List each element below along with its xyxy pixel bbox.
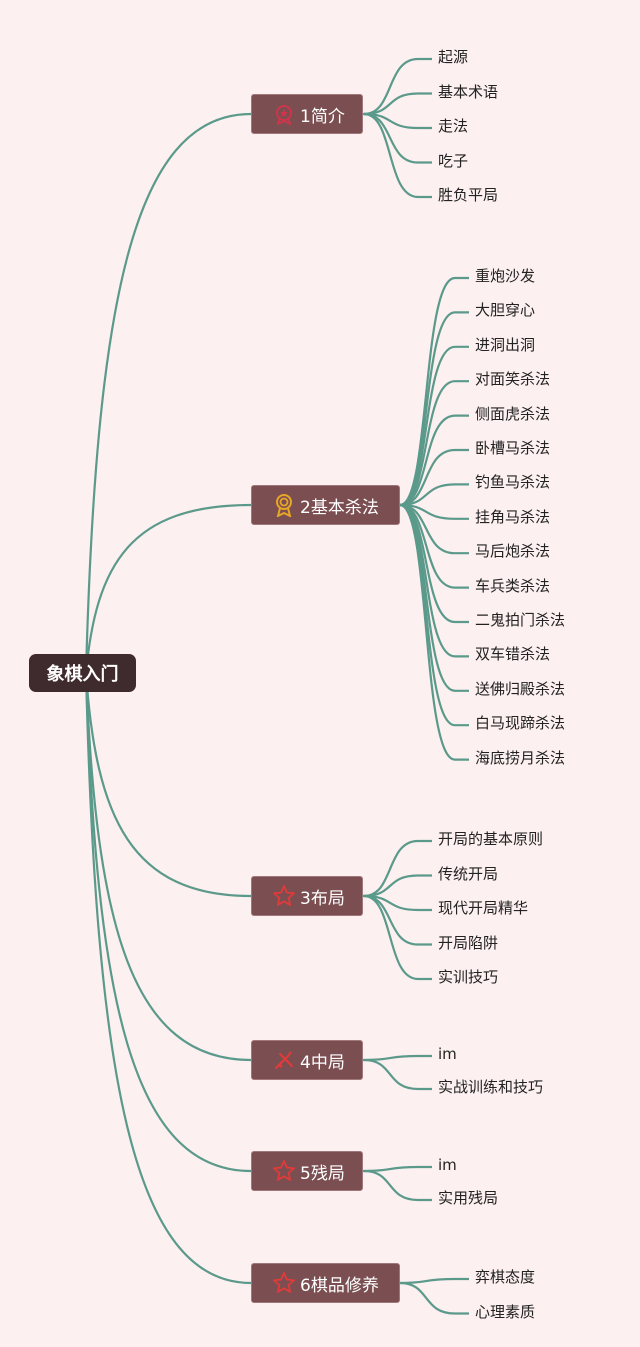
leaf-node[interactable]: 双车错杀法 [475,645,551,664]
leaf-edge-6-1 [399,1277,469,1285]
branch-node-6[interactable]: 6棋品修养 [251,1263,400,1303]
leaf-node[interactable]: 海底捞月杀法 [475,748,566,767]
root-to-branch-5-edge [84,672,252,1173]
leaf-node[interactable]: 进洞出洞 [475,335,536,354]
star-outline-icon [272,884,296,908]
leaf-node[interactable]: 车兵类杀法 [475,576,551,595]
leaf-edge-1-3 [363,112,432,130]
leaf-node[interactable]: 挂角马杀法 [475,507,551,526]
leaf-edge-2-12 [399,503,469,658]
leaf-edge-1-1 [363,57,432,116]
leaf-node[interactable]: 开局陷阱 [438,933,499,952]
branch-node-1[interactable]: 1简介 [251,94,363,134]
root-to-branch-4-edge [84,672,252,1062]
leaf-edge-6-2 [399,1281,469,1315]
leaf-node[interactable]: 弈棋态度 [475,1268,536,1286]
leaf-node[interactable]: 马后炮杀法 [475,542,551,561]
leaf-node[interactable]: im [438,1045,457,1063]
leaf-node[interactable]: 钓鱼马杀法 [475,473,551,492]
branch-label: 5残局 [300,1163,345,1184]
leaf-node[interactable]: 心理素质 [475,1302,536,1321]
leaf-edge-1-5 [363,112,432,199]
leaf-node[interactable]: 对面笑杀法 [475,370,551,389]
branch-label: 6棋品修养 [300,1275,379,1296]
star-outline-icon [272,1159,296,1183]
leaf-node[interactable]: 侧面虎杀法 [475,404,551,423]
award-ribbon-icon [272,493,296,517]
leaf-node[interactable]: im [438,1156,457,1174]
leaf-edge-2-4 [399,380,469,507]
leaf-edge-2-8 [399,503,469,520]
leaf-node[interactable]: 走法 [438,117,469,135]
leaf-edge-4-1 [363,1054,432,1062]
leaf-node[interactable]: 卧槽马杀法 [475,439,551,457]
branch-node-5[interactable]: 5残局 [251,1151,363,1191]
leaf-edge-1-4 [363,112,432,164]
leaf-edge-2-11 [399,503,469,624]
branch-label: 3布局 [300,888,345,909]
leaf-edge-3-3 [363,894,432,912]
leaf-node[interactable]: 现代开局精华 [438,899,529,917]
leaf-node[interactable]: 吃子 [438,151,469,170]
leaf-edge-3-1 [363,839,432,898]
branch-node-4[interactable]: 4中局 [251,1040,363,1080]
leaf-node[interactable]: 实战训练和技巧 [438,1078,544,1096]
leaf-node[interactable]: 大胆穿心 [475,301,536,320]
branch-node-3[interactable]: 3布局 [251,876,363,916]
leaf-node[interactable]: 起源 [438,48,469,66]
leaf-edge-3-2 [363,874,432,898]
leaf-node[interactable]: 开局的基本原则 [438,830,544,848]
leaf-edge-3-4 [363,894,432,946]
leaf-node[interactable]: 二鬼拍门杀法 [475,611,566,629]
branch-label: 2基本杀法 [300,497,379,518]
root-to-branch-2-edge [84,503,252,674]
medal-icon [272,102,296,126]
leaf-node[interactable]: 白马现蹄杀法 [475,714,566,733]
leaf-edge-5-1 [363,1165,432,1173]
leaf-edge-2-5 [399,414,469,507]
leaf-edge-5-2 [363,1169,432,1202]
branch-label: 4中局 [300,1052,345,1073]
branch-label: 1简介 [300,106,345,127]
star-outline-icon [272,1271,296,1295]
leaf-edge-3-5 [363,894,432,981]
leaf-edge-2-3 [399,345,469,507]
swords-icon [272,1048,296,1072]
branch-node-2[interactable]: 2基本杀法 [251,485,400,525]
leaf-node[interactable]: 送佛归殿杀法 [475,679,566,698]
leaf-edge-4-2 [363,1058,432,1091]
leaf-node[interactable]: 胜负平局 [438,186,499,204]
leaf-edge-2-7 [399,483,469,507]
leaf-edge-2-6 [399,448,469,507]
leaf-edge-2-15 [399,503,469,761]
root-to-branch-1-edge [84,112,252,674]
leaf-node[interactable]: 传统开局 [438,864,499,883]
root-to-branch-3-edge [84,672,252,898]
leaf-node[interactable]: 重炮沙发 [475,267,536,285]
leaf-edge-1-2 [363,92,432,116]
leaf-node[interactable]: 基本术语 [438,82,499,101]
leaf-node[interactable]: 实用残局 [438,1189,499,1207]
root-to-branch-6-edge [84,672,252,1285]
leaf-edge-2-14 [399,503,469,727]
root-node[interactable]: 象棋入门 [29,654,136,692]
leaf-node[interactable]: 实训技巧 [438,968,499,986]
